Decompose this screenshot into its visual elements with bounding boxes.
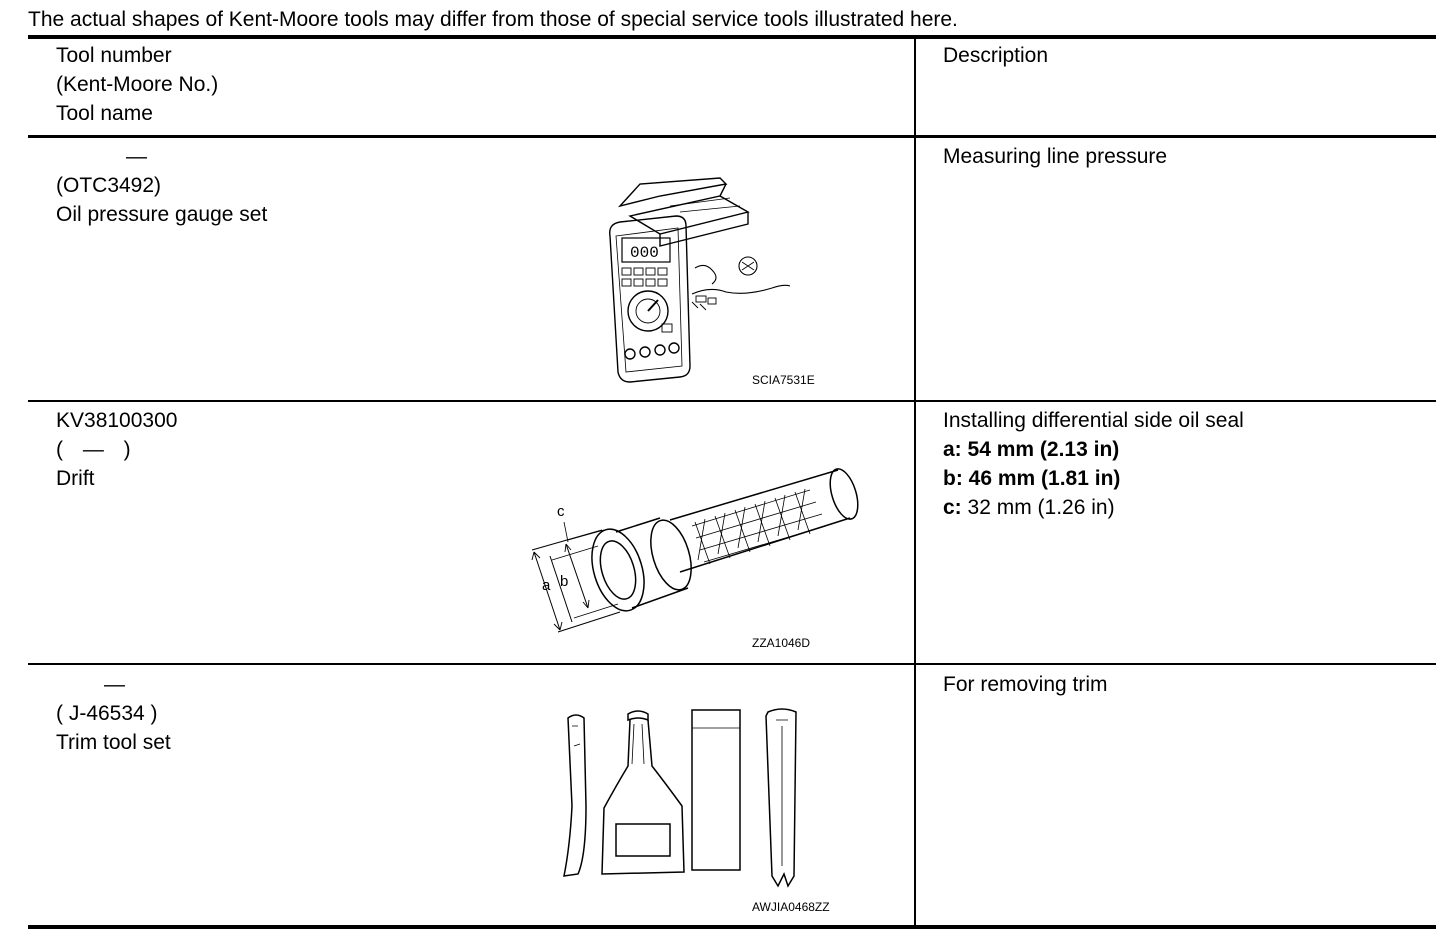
header-description: Description [943, 44, 1049, 67]
row1-tool-name: Oil pressure gauge set [56, 203, 268, 226]
row3-kent-moore: ( J-46534 ) [56, 702, 158, 725]
svg-text:000: 000 [630, 244, 659, 262]
header-tool-name: Tool name [56, 102, 153, 125]
disclaimer-note: The actual shapes of Kent-Moore tools ma… [28, 8, 958, 31]
dimension-c-key: c: [943, 496, 962, 519]
header-bottom-rule [28, 135, 1436, 138]
row2-description-cell: Installing differential side oil seal a:… [943, 406, 1244, 522]
dimension-a: a: 54 mm (2.13 in) [943, 435, 1244, 464]
drift-illustration [520, 460, 870, 640]
row3-figure-code: AWJIA0468ZZ [752, 900, 830, 914]
table-top-rule [28, 35, 1436, 39]
row1-bottom-rule [28, 400, 1436, 402]
row2-figure-code: ZZA1046D [752, 636, 811, 650]
row1-figure-code: SCIA7531E [752, 373, 815, 387]
row3-tool-cell: — ( J-46534 ) Trim tool set [56, 670, 171, 757]
row1-tool-cell: — (OTC3492) Oil pressure gauge set [56, 142, 267, 229]
row2-kent-moore: ( — ) [56, 438, 131, 461]
row2-tool-name: Drift [56, 467, 95, 490]
header-tool-cell: Tool number (Kent-Moore No.) Tool name [56, 41, 218, 128]
row2-tool-number: KV38100300 [56, 409, 178, 432]
row3-tool-name: Trim tool set [56, 731, 171, 754]
row3-tool-number: — [104, 673, 125, 696]
drift-label-c: c [557, 503, 565, 520]
dimension-b-key: b: [943, 467, 963, 490]
column-divider [914, 38, 916, 926]
table-bottom-rule [28, 925, 1436, 929]
trim-tool-set-illustration [556, 706, 816, 892]
dimension-c: c: 32 mm (1.26 in) [943, 493, 1244, 522]
dimension-a-key: a: [943, 438, 962, 461]
oil-pressure-gauge-illustration: 000 [600, 176, 800, 386]
dimension-c-value: 32 mm (1.26 in) [967, 496, 1115, 519]
row2-description: Installing differential side oil seal [943, 409, 1244, 432]
row3-description: For removing trim [943, 673, 1108, 696]
row2-tool-cell: KV38100300 ( — ) Drift [56, 406, 177, 493]
row2-bottom-rule [28, 663, 1436, 665]
header-kent-moore: (Kent-Moore No.) [56, 73, 219, 96]
dimension-b-value: 46 mm (1.81 in) [968, 467, 1121, 490]
dimension-b: b: 46 mm (1.81 in) [943, 464, 1244, 493]
dimension-a-value: 54 mm (2.13 in) [967, 438, 1120, 461]
row1-tool-number: — [126, 145, 147, 168]
header-tool-number: Tool number [56, 44, 172, 67]
drift-label-a: a [542, 577, 551, 594]
row1-description: Measuring line pressure [943, 145, 1168, 168]
row1-kent-moore: (OTC3492) [56, 174, 162, 197]
drift-label-b: b [560, 573, 569, 590]
